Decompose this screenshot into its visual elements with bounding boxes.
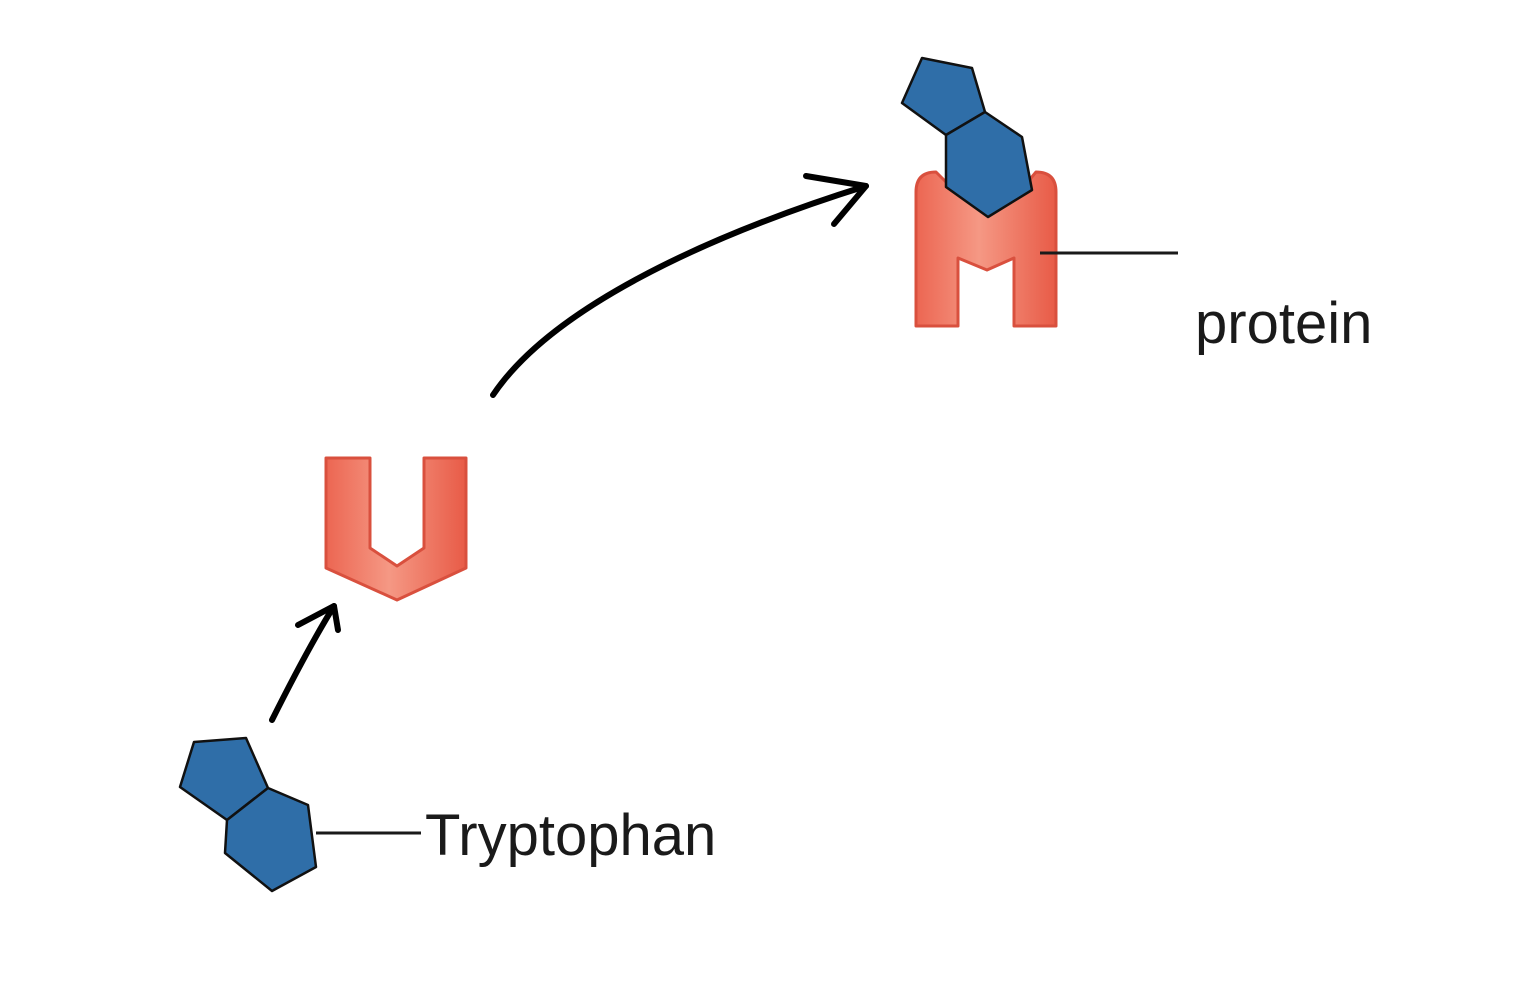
- empty-receptor: [324, 456, 468, 602]
- protein-label: protein: [1195, 291, 1372, 356]
- bound-tryptophan-six-ring: [944, 110, 1034, 219]
- tryptophan-molecule: [178, 736, 318, 893]
- arrow-to-receptor: [269, 603, 341, 723]
- arrowhead: [295, 603, 341, 633]
- tryptophan-six-ring: [223, 786, 318, 893]
- arrow-to-protein: [490, 173, 869, 398]
- arrow-shaft: [490, 183, 869, 398]
- arrowhead: [803, 173, 869, 227]
- tryptophan-label: Tryptophan: [425, 803, 716, 868]
- protein-receptor-shape: [914, 170, 1058, 328]
- receptor-u-shape: [324, 456, 468, 602]
- protein-with-bound-tryptophan: [900, 56, 1058, 328]
- arrow-shaft: [269, 603, 337, 723]
